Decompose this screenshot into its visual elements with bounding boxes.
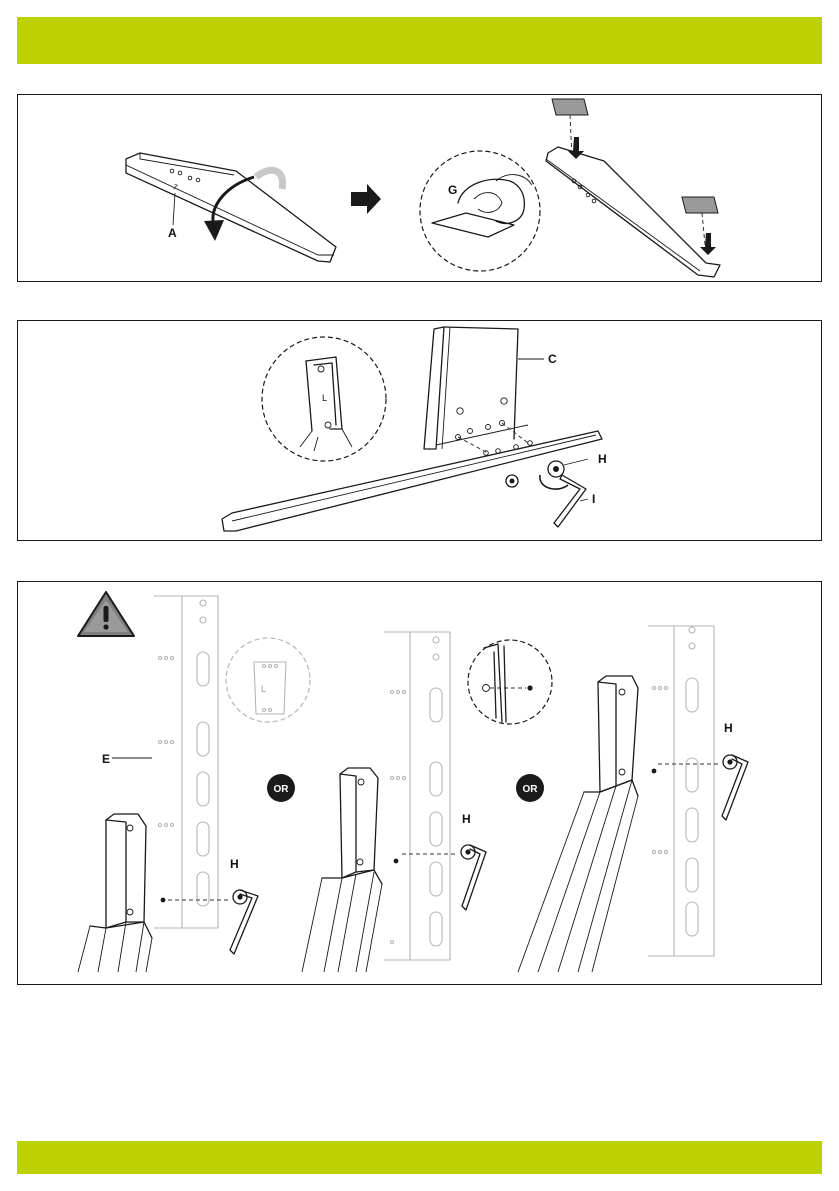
leg-bracket-3 (518, 676, 638, 972)
ghost-upright-1 (112, 596, 218, 928)
detail-side-mark: L (322, 393, 327, 403)
upright-c (424, 327, 544, 449)
header-band (17, 17, 822, 64)
label-h: H (598, 452, 607, 466)
or-badge-1-label: OR (274, 784, 290, 795)
label-i: I (592, 492, 595, 506)
svg-text:7: 7 (171, 182, 179, 192)
base-part-a: 7 (126, 153, 336, 262)
detail-circle-left-bracket: L (262, 337, 386, 461)
label-e: E (102, 752, 110, 766)
rotate-arrow-icon (204, 170, 283, 241)
detail-circle-ghost: L (226, 638, 310, 722)
label-h-1: H (230, 857, 239, 871)
leg-bracket-2 (302, 768, 382, 972)
bolt-h-1 (230, 890, 258, 954)
ghost-upright-2 (384, 632, 450, 960)
step-1-panel: 7 A G (17, 94, 822, 282)
down-arrow-icon (568, 137, 584, 159)
step-2-illustration: L C (18, 321, 821, 540)
ghost-upright-3 (648, 626, 714, 956)
detail-side-mark: L (261, 684, 266, 694)
label-a: A (168, 226, 177, 240)
leg-bracket-1 (78, 814, 152, 972)
detail-circle-2 (468, 640, 552, 724)
label-c: C (548, 352, 557, 366)
down-arrow-icon (700, 233, 716, 255)
next-step-arrow-icon (351, 184, 381, 214)
step-1-illustration: 7 A G (18, 95, 821, 281)
base-with-pads (546, 99, 720, 277)
bolt-h-3 (722, 755, 748, 820)
step-3-illustration: E L H OR (18, 582, 821, 984)
warning-triangle-icon (78, 592, 134, 636)
bolt-h-2 (461, 845, 486, 910)
footer-band (17, 1141, 822, 1174)
label-h-3: H (724, 721, 733, 735)
step-2-panel: L C (17, 320, 822, 541)
step-3-panel: E L H OR (17, 581, 822, 985)
label-g: G (448, 183, 457, 197)
hex-key-i (554, 475, 588, 527)
label-h-2: H (462, 812, 471, 826)
detail-circle-g (420, 151, 540, 271)
or-badge-2-label: OR (523, 784, 539, 795)
